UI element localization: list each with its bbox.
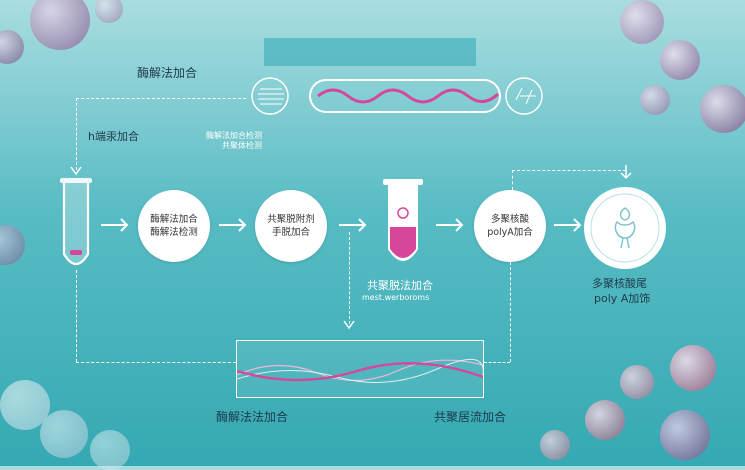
node-2-line-1: 共聚脱附剂 (267, 214, 315, 225)
molecule-bubble (620, 0, 664, 44)
arrow-down-icon (343, 320, 355, 330)
test-tube-center (381, 177, 425, 273)
test-tube-left (58, 176, 94, 276)
top-pipeline (248, 74, 548, 118)
left-label: h端汞加合 (88, 130, 139, 143)
arrow-down-icon (620, 165, 632, 180)
dashed-connector (349, 232, 350, 324)
molecule-bubble (0, 225, 25, 265)
molecule-bubble (40, 410, 88, 458)
arrow-down-icon (70, 166, 82, 176)
arrow-right-icon (339, 218, 367, 232)
molecule-bubble (95, 0, 123, 23)
node-1-line-2: 酶解法检测 (150, 227, 198, 238)
molecule-bubble (540, 430, 570, 460)
header-title: 酶解法加合 (137, 66, 198, 80)
molecule-bubble (620, 365, 654, 399)
arrow-right-icon (436, 218, 464, 232)
node-3-line-1: 多聚核酸 (490, 214, 529, 225)
dashed-connector (76, 98, 246, 99)
dashed-connector (76, 362, 236, 363)
node-1-line-1: 酶解法加合 (150, 214, 198, 225)
bottom-left-label: 酶解法法加合 (216, 410, 289, 424)
node-2-line-2: 手脱加合 (271, 227, 310, 238)
process-node-2: 共聚脱附剂 手脱加合 (255, 190, 327, 262)
dashed-connector (510, 262, 511, 362)
dashed-connector (76, 98, 77, 170)
center-tube-sub: mest.werboroms (362, 293, 430, 302)
arrow-right-icon (219, 218, 247, 232)
pipeline-note-1: 酶解法加合检测 (206, 131, 262, 140)
arrow-right-icon (101, 218, 129, 232)
final-label-2: poly A加饰 (594, 292, 651, 305)
molecule-bubble (0, 380, 50, 430)
bottom-wave-panel (236, 340, 484, 398)
arrow-right-icon (554, 218, 582, 232)
final-node (583, 186, 667, 270)
process-node-1: 酶解法加合 酶解法检测 (138, 190, 210, 262)
molecule-bubble (660, 40, 700, 80)
molecule-bubble (30, 0, 90, 50)
molecule-bubble (670, 345, 716, 391)
process-node-3: 多聚核酸 polyA加合 (474, 190, 546, 262)
dashed-connector (484, 362, 510, 363)
molecule-bubble (585, 400, 625, 440)
dashed-connector (512, 170, 626, 171)
node-3-line-2: polyA加合 (487, 227, 533, 238)
final-label-1: 多聚核酸尾 (592, 277, 647, 290)
center-tube-label: 共聚脱法加合 (367, 279, 433, 292)
bottom-right-label: 共聚居流加合 (434, 410, 507, 424)
pipeline-note-2: 共聚体检测 (222, 141, 262, 150)
molecule-bubble (660, 410, 710, 460)
molecule-bubble (90, 430, 130, 470)
molecule-bubble (640, 85, 670, 115)
molecule-bubble (0, 30, 24, 64)
dashed-connector (76, 270, 77, 362)
molecule-bubble (700, 85, 745, 133)
title-bar (264, 38, 476, 66)
dashed-connector (512, 170, 513, 190)
